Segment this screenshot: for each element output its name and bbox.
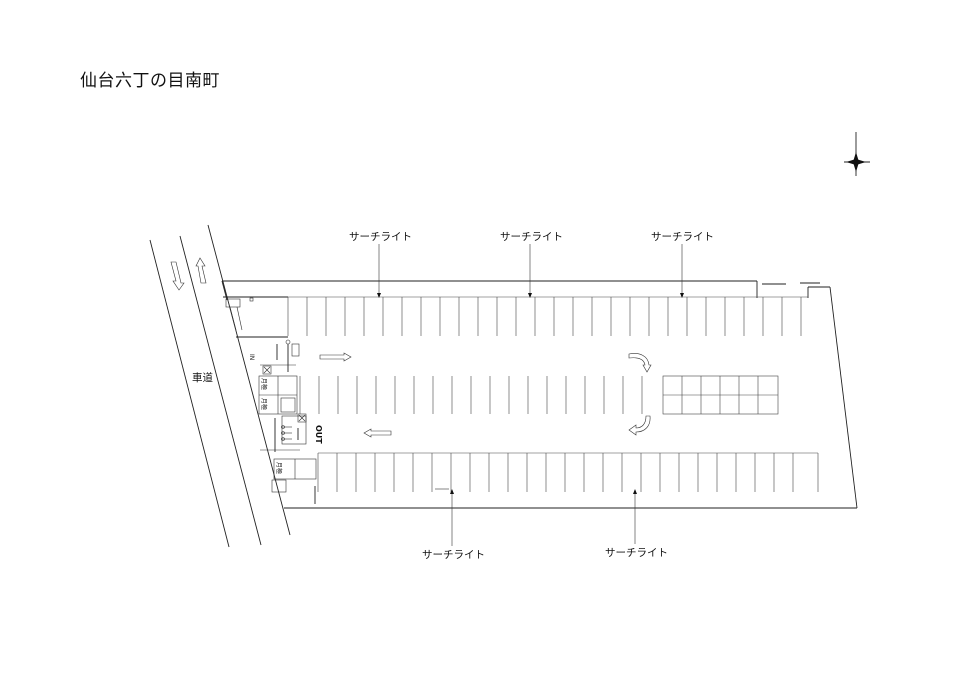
parking-row-bottom (317, 452, 819, 492)
searchlight-label-1: サーチライト (349, 231, 412, 243)
road-arrow-down (170, 261, 185, 291)
road-label: 車道 (192, 371, 213, 384)
ticket-machine-in (262, 365, 272, 375)
arrow-left-out (363, 428, 392, 438)
gate-in-label: IN (248, 354, 255, 360)
u-turn-arrow-bottom (628, 415, 651, 436)
parking-row-top (287, 296, 808, 336)
searchlight-label-4: サーチライト (422, 549, 485, 561)
gate-area: IN 月極 月極 OUT 月極 (225, 297, 323, 504)
booth-label-2: 月極 (260, 398, 268, 410)
gate-out-label: OUT (314, 425, 323, 444)
arrow-right-in (319, 352, 352, 362)
searchlight-label-3: サーチライト (651, 231, 714, 243)
page-title: 仙台六丁の目南町 (80, 71, 220, 91)
u-turn-arrow-top (628, 353, 652, 373)
lot-boundary (221, 280, 858, 509)
traffic-arrows (319, 352, 652, 438)
booth-label-1: 月極 (260, 378, 268, 390)
booth-label-3: 月極 (275, 462, 283, 474)
searchlight-label-5: サーチライト (605, 547, 668, 559)
ticket-machine-out (297, 413, 307, 423)
road: 車道 (149, 224, 291, 548)
north-compass-icon (844, 132, 870, 176)
searchlight-label-2: サーチライト (500, 231, 563, 243)
road-arrow-up (195, 257, 207, 284)
searchlight-callouts: サーチライト サーチライト サーチライト サーチライト サーチライト (349, 231, 714, 561)
parking-row-middle (299, 375, 779, 415)
